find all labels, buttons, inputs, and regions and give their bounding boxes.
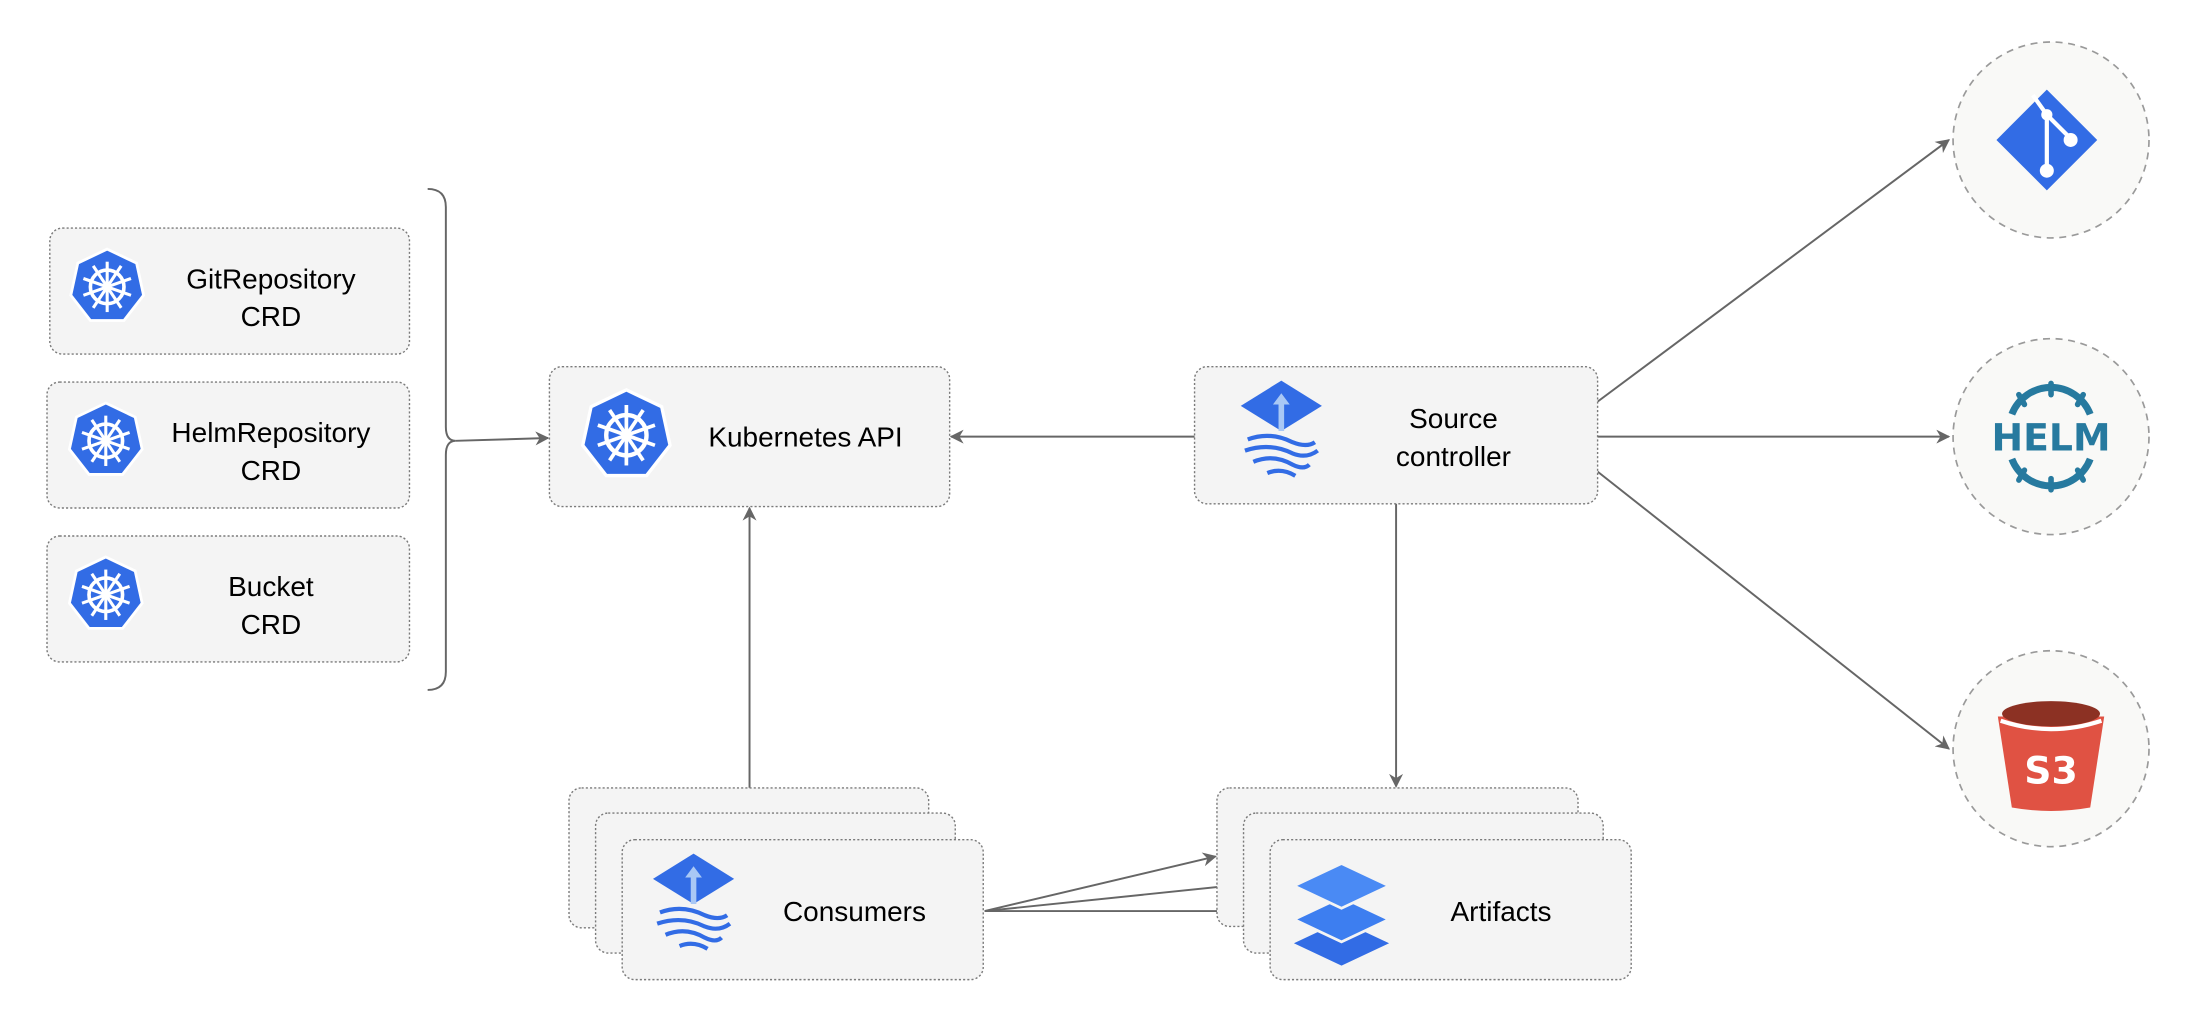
- helmrepository-crd-node[interactable]: HelmRepository CRD: [46, 381, 411, 509]
- s3-source-node[interactable]: S3: [1952, 649, 2150, 848]
- crd-label: GitRepository: [186, 263, 355, 294]
- helm-label: HELM: [1991, 416, 2110, 460]
- consumers-node[interactable]: Consumers: [568, 787, 984, 981]
- kubernetes-icon: [67, 401, 144, 477]
- kubernetes-api-node[interactable]: Kubernetes API: [548, 365, 951, 508]
- edge-controller-to-s3: [1596, 470, 1950, 750]
- crd-sublabel: CRD: [241, 609, 302, 640]
- git-icon: [1996, 89, 2098, 191]
- layers-icon: [1290, 861, 1393, 966]
- kubernetes-icon: [68, 247, 146, 323]
- edge-crds-to-api: [455, 431, 550, 446]
- kubernetes-icon: [583, 390, 670, 476]
- s3-bucket-icon: S3: [1997, 701, 2105, 811]
- edge-controller-to-git: [1597, 139, 1950, 403]
- helm-icon: HELM: [1991, 380, 2111, 493]
- source-controller-label: Source: [1409, 403, 1498, 434]
- bucket-crd-node[interactable]: Bucket CRD: [46, 535, 411, 663]
- s3-label: S3: [2024, 749, 2077, 793]
- kubernetes-icon: [67, 555, 144, 631]
- crd-label: HelmRepository: [171, 417, 370, 448]
- edge-consumers-to-artifacts-2: [984, 878, 1244, 913]
- edge-consumers-to-artifacts-1: [984, 852, 1217, 912]
- artifacts-node[interactable]: Artifacts: [1216, 787, 1632, 981]
- brace: [427, 187, 456, 691]
- crd-sublabel: CRD: [241, 301, 302, 332]
- source-controller-sublabel: controller: [1396, 441, 1511, 472]
- gitrepository-crd-node[interactable]: GitRepository CRD: [49, 227, 411, 355]
- crd-label: Bucket: [228, 571, 314, 602]
- helm-source-node[interactable]: HELM: [1952, 337, 2150, 536]
- git-source-node[interactable]: [1952, 41, 2150, 239]
- artifacts-label: Artifacts: [1451, 896, 1552, 927]
- consumers-label: Consumers: [783, 896, 926, 927]
- source-controller-node[interactable]: Source controller: [1193, 365, 1599, 505]
- kubernetes-api-label: Kubernetes API: [708, 421, 902, 452]
- crd-sublabel: CRD: [241, 455, 302, 486]
